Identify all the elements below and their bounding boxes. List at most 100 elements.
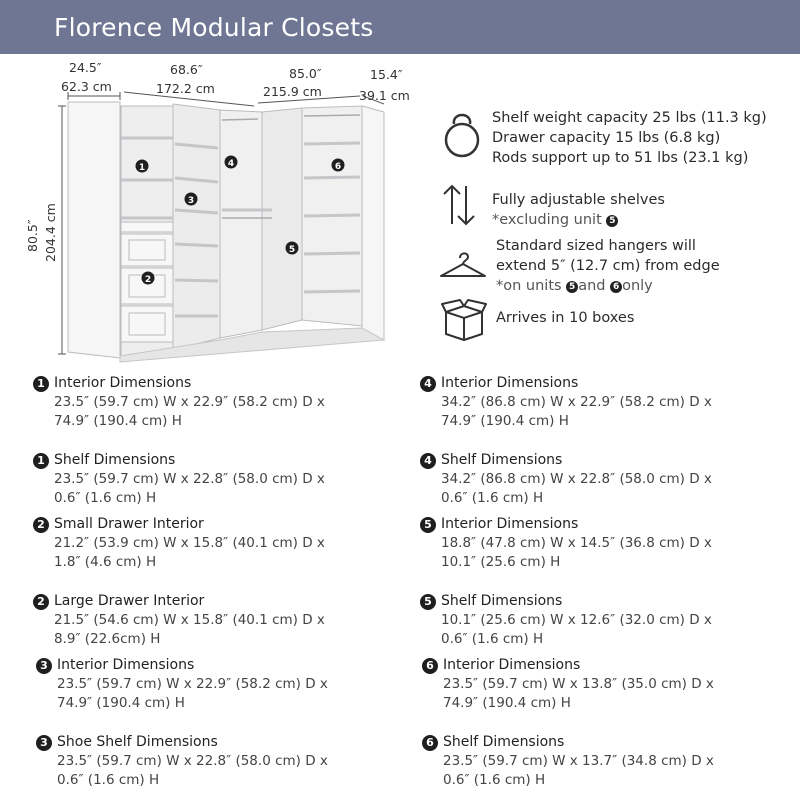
unit-marker-5: 5 xyxy=(289,245,295,255)
spec-title-text: Shelf Dimensions xyxy=(54,452,176,468)
spec-line: 74.9″ (190.4 cm) H xyxy=(57,695,185,711)
spec-line: 23.5″ (59.7 cm) W x 22.8″ (58.0 cm) D x xyxy=(57,753,328,769)
unit-marker-1: 1 xyxy=(139,163,145,173)
spec-block: 4 Interior Dimensions 34.2″ (86.8 cm) W x… xyxy=(420,374,712,431)
spec-block: 3 Shoe Shelf Dimensions 23.5″ (59.7 cm) W… xyxy=(36,733,328,790)
spec-line: 8.9″ (22.6cm) H xyxy=(54,631,161,647)
note-unit-badge: 5 xyxy=(566,281,579,293)
shelves xyxy=(121,136,361,318)
spec-line: 74.9″ (190.4 cm) H xyxy=(443,695,571,711)
up-down-arrows-icon xyxy=(440,180,480,234)
spec-title-text: Shoe Shelf Dimensions xyxy=(57,734,218,750)
kettlebell-icon xyxy=(442,108,482,162)
spec-line: 21.2″ (53.9 cm) W x 15.8″ (40.1 cm) D x xyxy=(54,535,325,551)
spec-title: 1 Shelf Dimensions xyxy=(33,451,325,470)
dim-width-3-in: 85.0″ xyxy=(289,66,322,81)
unit-number-badge: 4 xyxy=(420,376,436,392)
spec-line: 34.2″ (86.8 cm) W x 22.9″ (58.2 cm) D x xyxy=(441,394,712,410)
note-unit-badge: 6 xyxy=(610,281,623,293)
spec-title-text: Interior Dimensions xyxy=(54,375,192,391)
dim-height-in: 80.5″ xyxy=(25,219,40,252)
unit-number-badge: 2 xyxy=(33,517,49,533)
spec-title-text: Interior Dimensions xyxy=(57,657,195,673)
unit-number-badge: 4 xyxy=(420,453,436,469)
spec-line: 10.1″ (25.6 cm) W x 12.6″ (32.0 cm) D x xyxy=(441,612,712,628)
spec-title: 6 Shelf Dimensions xyxy=(422,733,714,752)
hanging-rods xyxy=(221,114,361,219)
capacity-shelf-text: Shelf weight capacity 25 lbs (11.3 kg) xyxy=(492,110,767,126)
note-unit-badge: 5 xyxy=(606,215,619,227)
dim-width-4-cm: 39.1 cm xyxy=(359,88,410,103)
spec-line: 10.1″ (25.6 cm) H xyxy=(441,554,561,570)
spec-block: 2 Large Drawer Interior 21.5″ (54.6 cm) W… xyxy=(33,592,325,649)
dim-width-1-in: 24.5″ xyxy=(69,60,102,75)
spec-line: 23.5″ (59.7 cm) W x 22.9″ (58.2 cm) D x xyxy=(54,394,325,410)
closet-body xyxy=(67,101,385,359)
unit-number-badge: 5 xyxy=(420,517,436,533)
spec-line: 0.6″ (1.6 cm) H xyxy=(54,490,157,506)
box-icon xyxy=(440,298,488,346)
dim-width-2-cm: 172.2 cm xyxy=(156,81,215,96)
unit-number-badge: 3 xyxy=(36,735,52,751)
spec-title-text: Interior Dimensions xyxy=(441,375,579,391)
spec-title: 4 Interior Dimensions xyxy=(420,374,712,393)
spec-title-text: Large Drawer Interior xyxy=(54,593,205,609)
hangers-note-prefix: *on units xyxy=(496,278,562,294)
spec-line: 23.5″ (59.7 cm) W x 22.8″ (58.0 cm) D x xyxy=(54,471,325,487)
spec-line: 0.6″ (1.6 cm) H xyxy=(441,631,544,647)
unit-marker-6: 6 xyxy=(335,162,341,172)
spec-title: 6 Interior Dimensions xyxy=(422,656,714,675)
unit-marker-4: 4 xyxy=(228,159,234,169)
unit-number-badge: 6 xyxy=(422,658,438,674)
spec-line: 21.5″ (54.6 cm) W x 15.8″ (40.1 cm) D x xyxy=(54,612,325,628)
unit-markers: 1 2 3 4 5 6 xyxy=(135,155,345,285)
hanger-icon xyxy=(438,250,488,286)
capacity-rod-text: Rods support up to 51 lbs (23.1 kg) xyxy=(492,150,749,166)
unit-marker-2: 2 xyxy=(145,275,151,285)
spec-title: 3 Shoe Shelf Dimensions xyxy=(36,733,328,752)
hangers-text-2: extend 5″ (12.7 cm) from edge xyxy=(496,258,720,274)
spec-line: 23.5″ (59.7 cm) W x 13.8″ (35.0 cm) D x xyxy=(443,676,714,692)
spec-line: 0.6″ (1.6 cm) H xyxy=(441,490,544,506)
spec-title-text: Shelf Dimensions xyxy=(443,734,565,750)
hangers-text-1: Standard sized hangers will xyxy=(496,238,696,254)
spec-line: 23.5″ (59.7 cm) W x 22.9″ (58.2 cm) D x xyxy=(57,676,328,692)
spec-title: 2 Large Drawer Interior xyxy=(33,592,325,611)
dim-width-3-cm: 215.9 cm xyxy=(263,84,322,99)
spec-block: 6 Interior Dimensions 23.5″ (59.7 cm) W x… xyxy=(422,656,714,713)
unit-number-badge: 2 xyxy=(33,594,49,610)
spec-block: 1 Shelf Dimensions 23.5″ (59.7 cm) W x 22… xyxy=(33,451,325,508)
dim-width-2-in: 68.6″ xyxy=(170,62,203,77)
adjustable-shelves-text: Fully adjustable shelves xyxy=(492,192,665,208)
spec-line: 1.8″ (4.6 cm) H xyxy=(54,554,157,570)
spec-line: 0.6″ (1.6 cm) H xyxy=(57,772,160,788)
dim-width-1-cm: 62.3 cm xyxy=(61,79,112,94)
title-banner: Florence Modular Closets xyxy=(0,0,800,54)
hangers-note-suffix: only xyxy=(622,278,653,294)
boxes-text: Arrives in 10 boxes xyxy=(496,310,635,326)
unit-number-badge: 1 xyxy=(33,453,49,469)
hangers-note-and: and xyxy=(578,278,606,294)
spec-title-text: Interior Dimensions xyxy=(443,657,581,673)
unit-number-badge: 5 xyxy=(420,594,436,610)
closet-base xyxy=(119,327,386,363)
unit-number-badge: 6 xyxy=(422,735,438,751)
dim-width-4-in: 15.4″ xyxy=(370,67,403,82)
spec-line: 74.9″ (190.4 cm) H xyxy=(54,413,182,429)
capacity-drawer-text: Drawer capacity 15 lbs (6.8 kg) xyxy=(492,130,721,146)
adjustable-note: *excluding unit 5 xyxy=(492,210,619,230)
unit-marker-3: 3 xyxy=(188,196,194,206)
spec-line: 74.9″ (190.4 cm) H xyxy=(441,413,569,429)
dim-height-cm: 204.4 cm xyxy=(43,203,58,262)
